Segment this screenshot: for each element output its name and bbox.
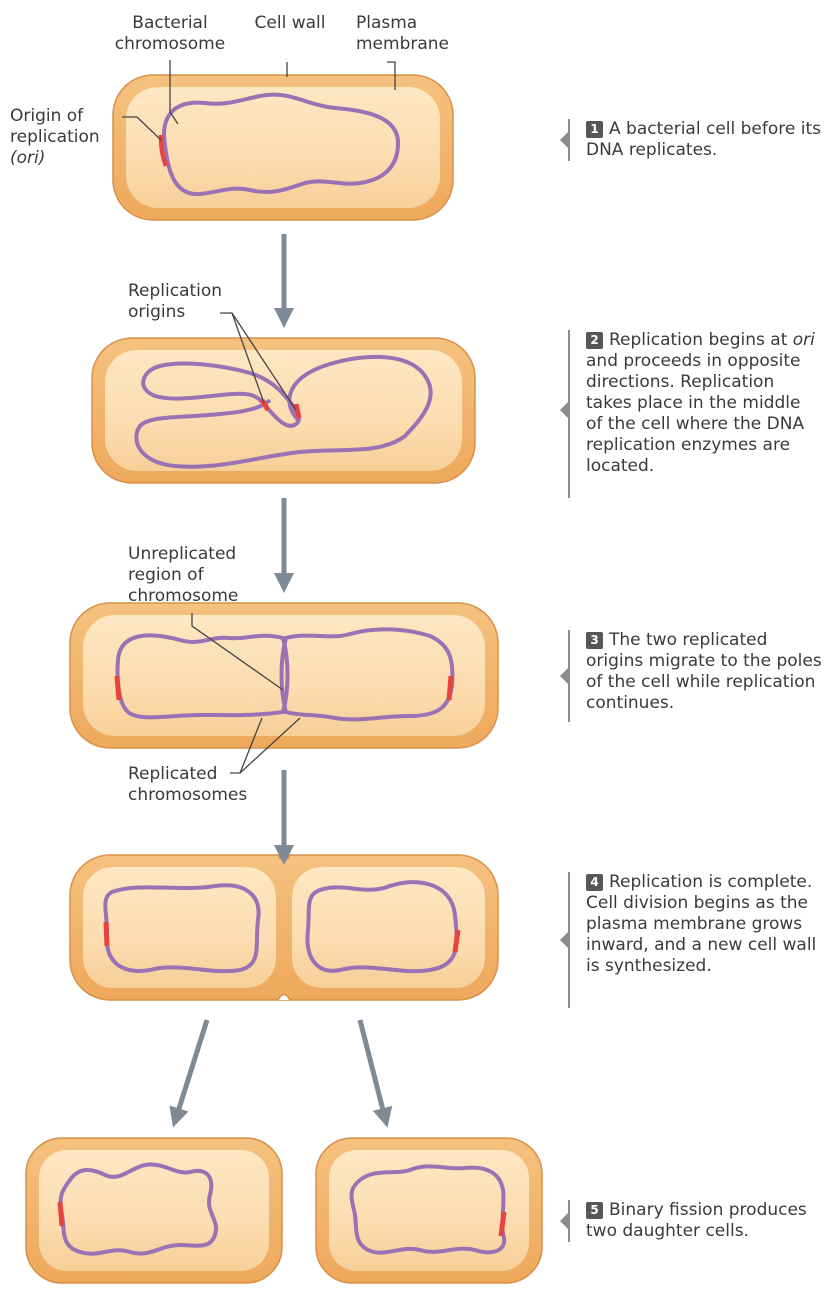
label-ori: (ori): [10, 148, 70, 169]
step-3-bracket: [568, 630, 570, 722]
daughter-compartment-left: [83, 867, 276, 988]
step-2-bracket: [568, 330, 570, 498]
step-2: 2 Replication begins at ori and proceeds …: [586, 330, 822, 477]
arrow-4-to-5-left: [176, 1020, 207, 1118]
step-5-bracket: [568, 1200, 570, 1242]
origin-left-daughter: [106, 922, 107, 946]
origin-right-pole: [449, 676, 451, 700]
label-origin-of-replication: Origin of replication: [10, 106, 120, 148]
label-cell-wall: Cell wall: [248, 13, 332, 34]
step-4-badge: 4: [586, 874, 603, 891]
daughter-cell-right: [316, 1138, 542, 1283]
cell-stage-3: [70, 603, 498, 748]
step-3-badge: 3: [586, 632, 603, 649]
cell-stage-2: [92, 338, 475, 483]
label-unreplicated-region: Unreplicated region of chromosome: [128, 544, 268, 607]
label-replicated-chromosomes: Replicated chromosomes: [128, 764, 268, 806]
step-1-text: A bacterial cell before its DNA replicat…: [586, 119, 821, 160]
step-4-bracket: [568, 872, 570, 1008]
step-5-text: Binary fission produces two daughter cel…: [586, 1200, 807, 1241]
step-4-pointer: [560, 932, 568, 948]
step-3-text: The two replicated origins migrate to th…: [586, 630, 822, 713]
daughter-cell-left: [26, 1138, 282, 1283]
replication-origin-b: [296, 404, 299, 418]
step-2-text-ori: ori: [793, 330, 815, 350]
step-3-pointer: [560, 668, 568, 684]
step-5-badge: 5: [586, 1202, 603, 1219]
step-2-badge: 2: [586, 332, 603, 349]
step-2-pointer: [560, 402, 568, 418]
origin-daughter-left: [60, 1202, 62, 1226]
label-replication-origins: Replication origins: [128, 281, 248, 323]
origin-left-pole: [117, 676, 119, 700]
cell-stage-4: [70, 855, 498, 1000]
origin-daughter-right: [501, 1212, 504, 1236]
label-bacterial-chromosome: Bacterial chromosome: [106, 13, 234, 55]
step-1-badge: 1: [586, 121, 603, 138]
arrow-4-to-5-right: [360, 1020, 385, 1118]
origin-right-daughter: [455, 930, 458, 952]
step-5-pointer: [560, 1213, 568, 1229]
step-1-bracket: [568, 119, 570, 161]
step-2-text-a: Replication begins at: [609, 330, 793, 350]
step-1-pointer: [560, 132, 568, 148]
label-plasma-membrane: Plasma membrane: [356, 13, 456, 55]
cell-stage-1: [113, 75, 453, 220]
step-2-text-b: and proceeds in opposite directions. Rep…: [586, 351, 804, 476]
step-4-text: Replication is complete. Cell division b…: [586, 872, 816, 976]
